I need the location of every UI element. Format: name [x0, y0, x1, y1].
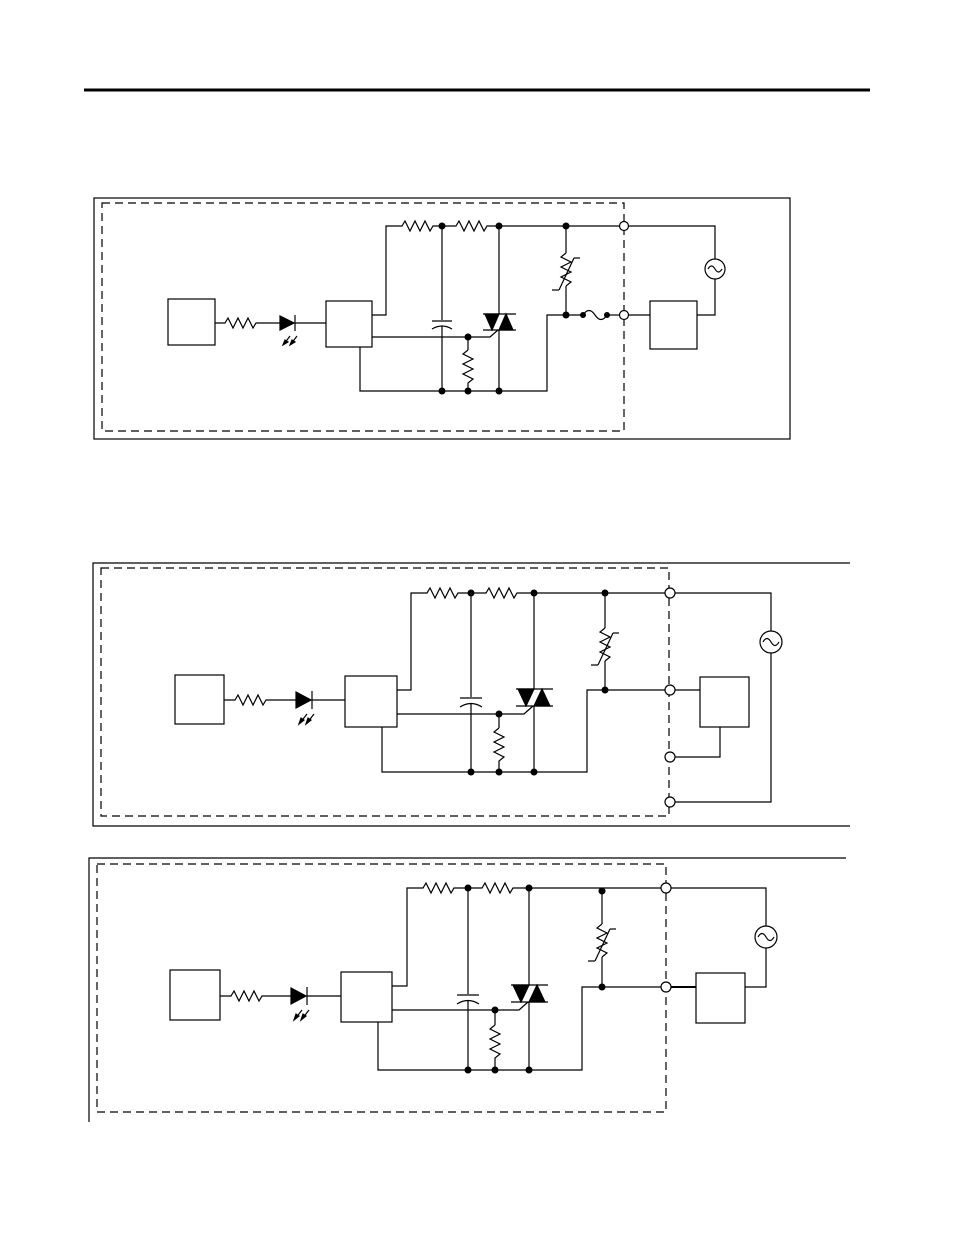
terminal-load: [661, 982, 671, 992]
terminal-return: [665, 797, 675, 807]
controller-block: [168, 299, 215, 345]
diagram-2: [93, 563, 850, 826]
gate-resistor-2: [468, 883, 529, 893]
gate-resistor-1: [421, 588, 471, 598]
opto-triac-driver: [326, 301, 372, 347]
ac-source: [760, 631, 782, 653]
input-resistor: [220, 991, 291, 1001]
led: [296, 691, 345, 724]
varistor: [552, 253, 580, 290]
load: [650, 301, 697, 349]
triac: [483, 314, 516, 330]
gate-to-mt1-resistor: [494, 728, 504, 772]
ac-source: [705, 259, 725, 279]
opto-triac-driver: [341, 972, 392, 1022]
load: [700, 677, 749, 727]
driver-gate-lead: [392, 1002, 528, 1010]
diagram-3: [89, 858, 846, 1122]
terminal-load: [620, 311, 629, 320]
bottom-rail: [360, 315, 566, 391]
input-resistor: [224, 695, 296, 705]
gate-resistor-2: [442, 221, 499, 231]
junctions: [439, 223, 611, 395]
controller-block: [175, 675, 224, 724]
bottom-rail: [382, 690, 605, 772]
terminal-aux: [665, 752, 675, 762]
triac: [511, 985, 548, 1002]
module-boundary: [102, 203, 624, 431]
gate-to-mt1-resistor: [463, 350, 473, 391]
terminal-top: [665, 588, 675, 598]
terminal-top: [620, 222, 629, 231]
input-resistor: [215, 318, 280, 328]
opto-triac-driver: [345, 676, 397, 727]
gate-resistor-2: [471, 588, 534, 598]
triac: [516, 689, 553, 706]
gate-resistor-1: [396, 221, 442, 231]
driver-gate-lead: [397, 706, 533, 714]
module-boundary: [97, 864, 666, 1112]
terminal-top: [661, 883, 671, 893]
fuse: [583, 311, 607, 320]
varistor: [591, 628, 619, 665]
load: [696, 973, 745, 1023]
driver-gate-lead: [372, 330, 498, 337]
driver-top-lead: [372, 226, 396, 315]
driver-top-lead: [397, 593, 421, 690]
gate-resistor-1: [417, 883, 468, 893]
led: [280, 315, 326, 345]
terminal-load: [665, 685, 675, 695]
module-boundary: [101, 568, 669, 816]
junctions: [465, 885, 606, 1074]
led: [291, 987, 341, 1020]
gate-to-mt1-resistor: [490, 1025, 500, 1070]
driver-top-lead: [392, 888, 417, 986]
diagram-1: [94, 198, 790, 439]
varistor: [588, 924, 616, 961]
ac-source: [755, 926, 777, 948]
controller-block: [170, 970, 220, 1020]
